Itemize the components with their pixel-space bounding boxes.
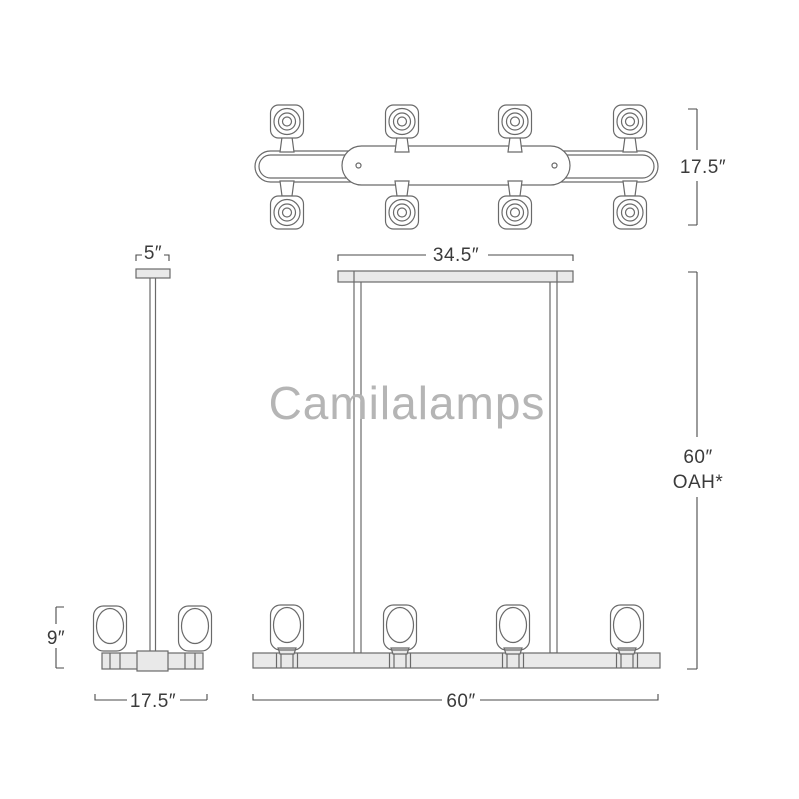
- canopy-screw-hole: [355, 162, 362, 169]
- top-view-light: [384, 195, 420, 230]
- dim-label-oah-suffix: OAH*: [673, 472, 724, 493]
- front-view-shade: [382, 604, 418, 651]
- top-view-light: [497, 195, 533, 230]
- dimension-side-width: 17.5″: [94, 691, 208, 712]
- canopy-screw-hole: [551, 162, 558, 169]
- top-view-arms: [279, 136, 638, 197]
- ceiling-bar-end-caps: [353, 271, 558, 282]
- front-view-ceiling-bar: [337, 270, 574, 283]
- dimension-front-oah: 60″ OAH*: [673, 271, 724, 670]
- side-view-bar-joints: [109, 653, 196, 669]
- front-view-shade: [495, 604, 531, 651]
- dim-label-front-width: 60″: [446, 691, 475, 712]
- dimension-front-canopy: 34.5″: [337, 245, 574, 266]
- dim-label-oah-value: 60″: [683, 447, 712, 468]
- dimension-side-shade-height: 9″: [47, 606, 65, 669]
- side-view-center-block: [136, 650, 169, 672]
- dimension-side-canopy: 5″: [135, 243, 170, 264]
- dim-label-front-canopy: 34.5″: [433, 245, 479, 266]
- watermark: Camilalamps: [269, 377, 546, 429]
- side-view-shade: [92, 605, 128, 652]
- side-view: 5″ 9″ 17.5″: [47, 243, 213, 712]
- front-view-shade: [609, 604, 645, 651]
- front-view-bar: [252, 652, 661, 669]
- dim-label-top-depth: 17.5″: [680, 157, 726, 178]
- front-view: 34.5″ 60″ 60″ OAH*: [252, 245, 724, 712]
- dim-label-side-width: 17.5″: [130, 691, 176, 712]
- top-view-light: [384, 104, 420, 139]
- front-view-rod-left: [353, 275, 362, 654]
- top-view: 17.5″: [254, 104, 726, 230]
- dimension-top-view-depth: 17.5″: [680, 108, 726, 226]
- front-view-rod-right: [549, 275, 558, 654]
- dim-label-side-canopy: 5″: [144, 243, 162, 264]
- front-view-bar-joints: [275, 653, 639, 668]
- top-view-canopy: [341, 145, 571, 186]
- dim-label-side-height: 9″: [47, 628, 65, 649]
- front-view-shade: [269, 604, 305, 651]
- top-view-light: [269, 195, 305, 230]
- side-view-canopy: [135, 268, 171, 279]
- dimension-front-width: 60″: [252, 691, 659, 712]
- top-view-light: [612, 195, 648, 230]
- top-view-light: [497, 104, 533, 139]
- side-view-stem: [149, 276, 157, 653]
- top-view-light: [269, 104, 305, 139]
- side-view-shade: [177, 605, 213, 652]
- top-view-light: [612, 104, 648, 139]
